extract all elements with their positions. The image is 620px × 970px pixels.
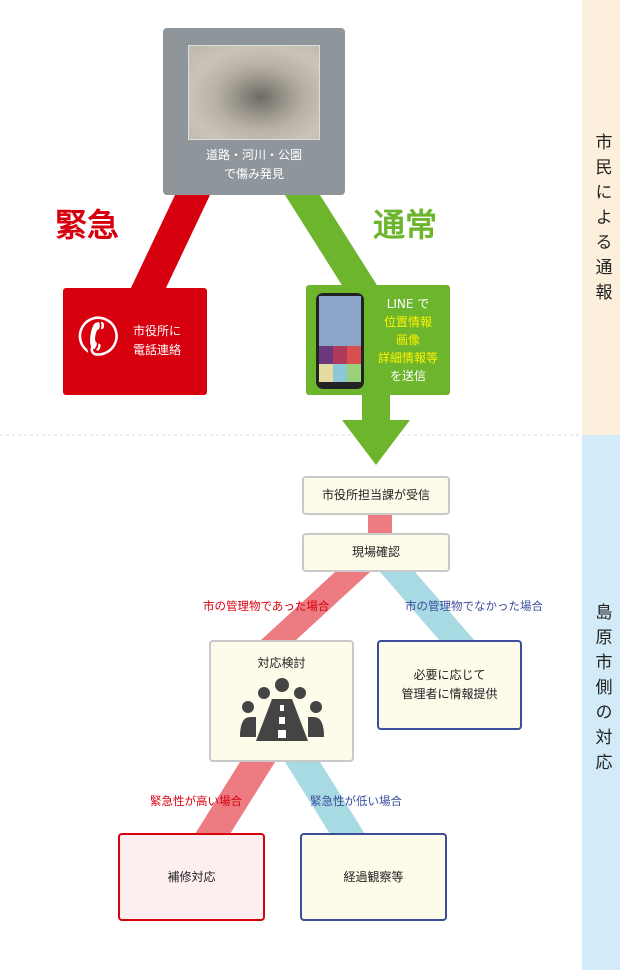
- down-arrow: [342, 395, 410, 465]
- discovery-box: 道路・河川・公園 で傷み発見: [163, 28, 345, 195]
- line-l2: 位置情報: [383, 315, 432, 329]
- normal-label: 通常: [373, 206, 438, 244]
- line-l4: 詳細情報等: [377, 351, 438, 365]
- urgent-label: 緊急: [55, 206, 120, 244]
- not-managed-condition: 市の管理物でなかった場合: [405, 599, 543, 613]
- phone-box: ✆ 市役所に 電話連絡: [63, 288, 207, 395]
- normal-path: [285, 195, 380, 290]
- city-label: 島原市側の対応: [591, 602, 612, 778]
- line-l3: 画像: [395, 333, 420, 347]
- managed-path: [260, 572, 370, 641]
- discovery-line2: で傷み発見: [223, 167, 284, 181]
- smartphone-icon: [316, 293, 364, 389]
- citizen-band: [582, 0, 620, 435]
- connector: [368, 515, 392, 533]
- line-l1: LINE で: [386, 297, 430, 311]
- phone-icon: ✆: [69, 303, 128, 373]
- urgent-path: [130, 195, 210, 290]
- citizen-label: 市民による通報: [591, 132, 612, 308]
- city-band: [582, 435, 620, 970]
- confirm-step: 現場確認: [302, 533, 450, 572]
- high-path: [195, 762, 275, 834]
- meeting-icon: [239, 678, 324, 741]
- repair-step: 補修対応: [118, 833, 265, 921]
- line-l5: を送信: [389, 369, 426, 383]
- consider-step: 対応検討: [209, 640, 354, 762]
- receive-step: 市役所担当課が受信: [302, 476, 450, 515]
- not-managed-path: [380, 572, 475, 641]
- phone-line1: 市役所に: [133, 324, 182, 338]
- low-urgency-condition: 緊急性が低い場合: [310, 794, 402, 808]
- pothole-photo: [188, 45, 320, 140]
- observe-step: 経過観察等: [300, 833, 447, 921]
- phone-line2: 電話連絡: [133, 343, 182, 357]
- low-path: [285, 762, 365, 834]
- notify-manager-step: 必要に応じて管理者に情報提供: [377, 640, 522, 730]
- high-urgency-condition: 緊急性が高い場合: [150, 794, 242, 808]
- managed-condition: 市の管理物であった場合: [203, 599, 330, 613]
- discovery-line1: 道路・河川・公園: [205, 148, 302, 162]
- line-box: LINE で 位置情報 画像 詳細情報等 を送信: [306, 285, 450, 395]
